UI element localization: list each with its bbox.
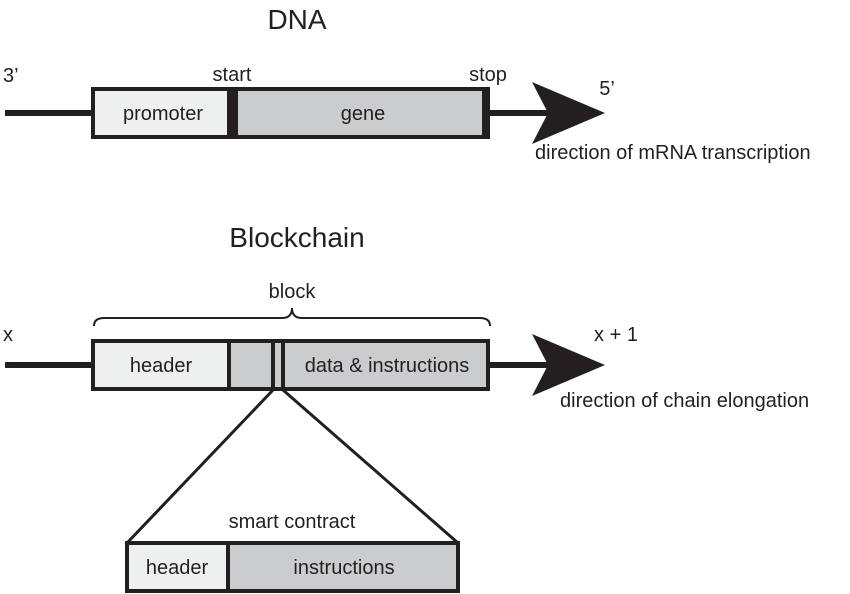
chain-direction-label: direction of chain elongation	[560, 390, 809, 412]
block-brace-icon	[93, 307, 491, 327]
smart-contract-header-label: header	[146, 557, 209, 579]
dna-start-label: start	[213, 64, 252, 86]
smart-contract-title: smart contract	[229, 511, 356, 533]
dna-title: DNA	[267, 4, 326, 35]
smart-contract-instructions-label: instructions	[293, 557, 394, 579]
dna-5prime-label: 5’	[599, 78, 615, 100]
chain-x-label: x	[3, 324, 13, 346]
dna-promoter-label: promoter	[123, 103, 203, 125]
block-data-label: data & instructions	[305, 355, 470, 377]
smart-contract-instructions-segment	[226, 541, 460, 593]
chain-x-plus-1-label: x + 1	[594, 324, 638, 346]
block-brace-label: block	[269, 281, 317, 303]
dna-direction-label: direction of mRNA transcription	[535, 142, 811, 164]
expansion-line-right	[282, 388, 459, 545]
dna-3prime-label: 3’	[3, 65, 19, 87]
block-header-segment	[91, 339, 231, 391]
smart-contract-header-segment	[125, 541, 230, 593]
dna-gene-segment	[234, 87, 488, 139]
dna-start-marker	[227, 87, 237, 139]
dna-gene-label: gene	[341, 103, 386, 125]
block-header-label: header	[130, 355, 193, 377]
chain-direction-arrow-icon	[532, 334, 605, 396]
expansion-line-left	[125, 388, 275, 545]
block-unlabeled-segment	[227, 339, 275, 391]
dna-direction-arrow-icon	[532, 82, 605, 144]
dna-stop-marker	[482, 87, 490, 139]
dna-stop-label: stop	[469, 64, 507, 86]
blockchain-title: Blockchain	[229, 222, 364, 253]
